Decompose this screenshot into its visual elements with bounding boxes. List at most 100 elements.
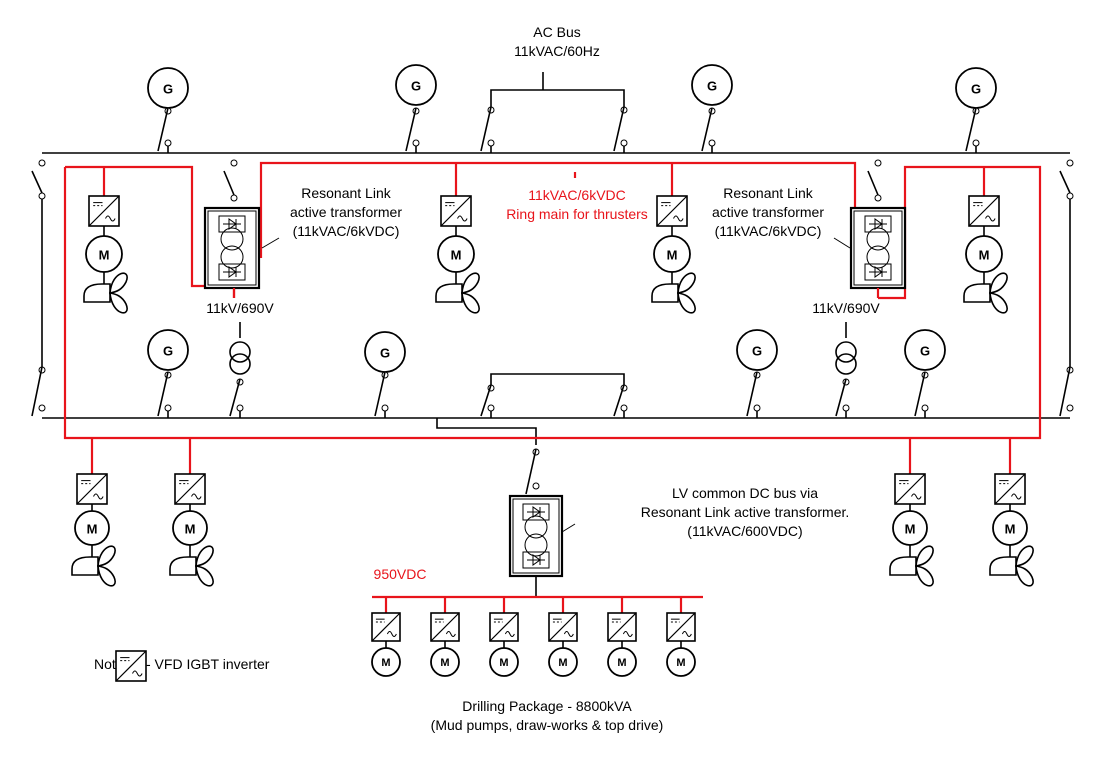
- drilling-motor-drive: M: [430, 597, 460, 677]
- vfd-inverter-icon: [968, 195, 1000, 227]
- motor-letter: M: [617, 657, 626, 669]
- motor-circle: [430, 647, 460, 677]
- generator-breaker-icon: [746, 371, 761, 417]
- breaker-blade: [746, 371, 758, 417]
- resonant-winding-upper: [220, 227, 244, 251]
- ring-main-description: Ring main for thrusters: [506, 206, 648, 222]
- lower-generator-unit: G: [904, 329, 946, 418]
- breaker-blade: [613, 384, 625, 417]
- drilling-motor-drive: M: [371, 597, 401, 677]
- breaker-switch-icon: [867, 159, 882, 202]
- drilling-package-title: Drilling Package - 8800kVA: [462, 698, 632, 714]
- thruster-pod: [889, 556, 917, 576]
- breaker-blade: [867, 170, 879, 196]
- vfd-inverter-icon: [430, 612, 460, 642]
- resonant-link-left: [203, 159, 280, 338]
- motor-icon: M: [85, 235, 123, 273]
- resonant-link-transformer-icon: [849, 206, 907, 290]
- generator-letter: G: [380, 346, 390, 361]
- breaker-switch-icon: [31, 366, 46, 417]
- ac-symbol-tilde: [622, 631, 633, 637]
- propeller-blade-lower: [1015, 565, 1034, 587]
- breaker-blade: [31, 366, 43, 417]
- lower-thruster-drive: M: [169, 438, 214, 587]
- thruster-pod: [963, 283, 991, 303]
- motor-letter: M: [1005, 522, 1016, 537]
- terminal-node: [1066, 192, 1074, 200]
- generator-breaker-icon: [914, 371, 929, 417]
- terminal-node: [487, 139, 495, 147]
- propeller-blade-lower: [109, 292, 128, 314]
- thruster-pod: [651, 283, 679, 303]
- side-tie-breakers: [1059, 159, 1074, 417]
- propeller-blade-lower: [195, 565, 214, 587]
- upper-thruster-drive: M: [651, 163, 696, 314]
- terminal-node: [972, 139, 980, 147]
- propeller-blade-lower: [677, 292, 696, 314]
- generator-circle: [395, 64, 437, 106]
- drilling-motor-drive: M: [666, 597, 696, 677]
- resonant-link-left-line1: Resonant Link: [301, 185, 392, 201]
- inverter-diagonal: [656, 195, 688, 227]
- resonant-winding-lower: [866, 245, 890, 269]
- propeller-blade-upper: [989, 272, 1008, 294]
- ac-symbol-tilde: [504, 631, 515, 637]
- generator-circle: [736, 329, 778, 371]
- upper-thruster-drive: M: [963, 167, 1008, 314]
- motor-circle: [489, 647, 519, 677]
- upper-thruster-drive: M: [435, 163, 480, 314]
- thruster-pod: [435, 283, 463, 303]
- terminal-node: [164, 139, 172, 147]
- motor-circle: [371, 647, 401, 677]
- motor-letter: M: [667, 248, 678, 263]
- upper-bus-tie-breaker: [613, 106, 628, 153]
- terminal-node: [38, 159, 46, 167]
- transformer-icon: [835, 341, 857, 375]
- propeller-icon: [169, 545, 214, 587]
- propeller-icon: [651, 272, 696, 314]
- resonant-winding-lower: [220, 245, 244, 269]
- terminal-node: [412, 139, 420, 147]
- generator-icon: G: [691, 64, 733, 106]
- propeller-blade-lower: [989, 292, 1008, 314]
- inverter-diagonal: [115, 650, 147, 682]
- resonant-link-right: [833, 159, 907, 338]
- vfd-inverter-icon: [994, 473, 1026, 505]
- breaker-blade: [157, 371, 169, 417]
- propeller-icon: [963, 272, 1008, 314]
- generator-letter: G: [971, 82, 981, 97]
- motor-icon: M: [489, 647, 519, 677]
- thyristor-triangle: [228, 266, 237, 278]
- motor-letter: M: [451, 248, 462, 263]
- terminal-node: [1066, 159, 1074, 167]
- generator-letter: G: [752, 344, 762, 359]
- vfd-inverter-icon: [489, 612, 519, 642]
- breaker-blade: [965, 107, 977, 152]
- terminal-node: [487, 404, 495, 412]
- breaker-blade: [31, 170, 43, 194]
- thyristor-triangle: [228, 218, 237, 230]
- ring-main-upper-segment: [259, 161, 857, 258]
- inverter-diagonal: [548, 612, 578, 642]
- aux-transformer-unit: [835, 341, 857, 418]
- ac-symbol-tilde: [105, 215, 116, 222]
- inverter-diagonal: [968, 195, 1000, 227]
- breaker-switch-icon: [480, 384, 495, 417]
- ac-symbol-tilde: [681, 631, 692, 637]
- generator-letter: G: [163, 82, 173, 97]
- transformer-winding-primary: [229, 341, 251, 363]
- ac-symbol-tilde: [93, 493, 104, 500]
- motor-icon: M: [965, 235, 1003, 273]
- resonant-inner-frame: [853, 210, 903, 286]
- text-labels: AC Bus 11kVAC/60Hz 11kVAC/6kVDC Ring mai…: [94, 24, 880, 733]
- propeller-icon: [83, 272, 128, 314]
- propeller-icon: [435, 272, 480, 314]
- generator-letter: G: [411, 79, 421, 94]
- aux-transformer-unit: [229, 341, 251, 418]
- transformer-winding-secondary: [229, 353, 251, 375]
- breaker-switch-icon: [31, 159, 46, 200]
- generator-circle: [147, 329, 189, 371]
